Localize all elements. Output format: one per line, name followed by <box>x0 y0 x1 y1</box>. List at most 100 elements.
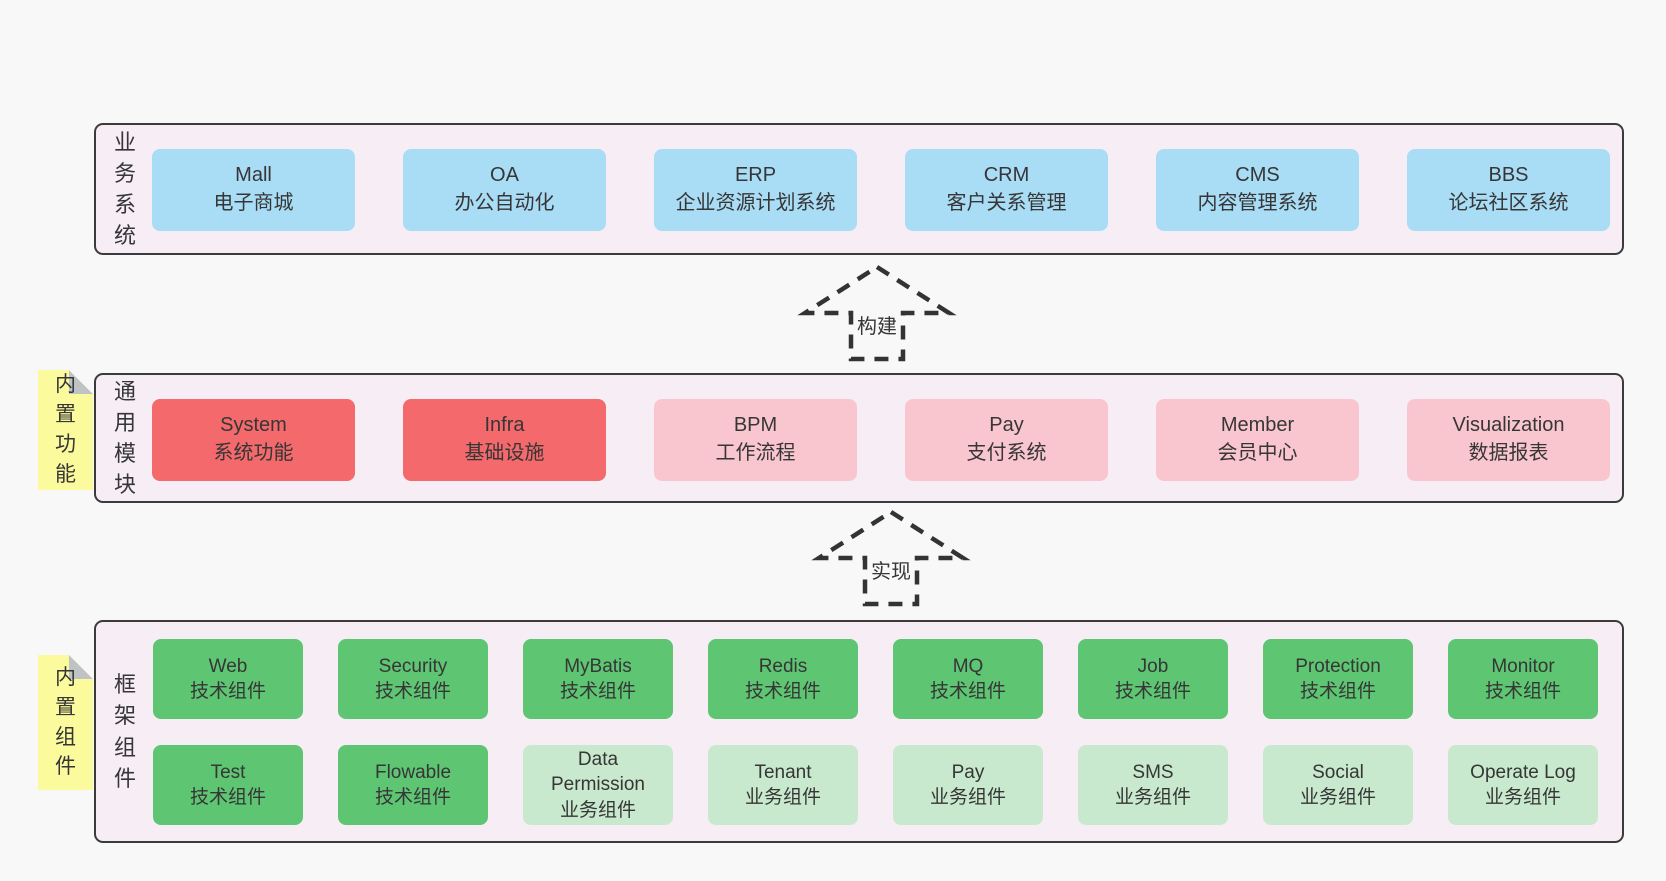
box-title: Web <box>208 655 248 677</box>
box-subtitle: 会员中心 <box>1217 442 1298 464</box>
business-box-row: Mall 电子商城 OA 办公自动化 ERP 企业资源计划系统 CRM 客户关系… <box>152 149 1610 231</box>
common-box-system: System 系统功能 <box>152 399 355 481</box>
box-title: Member <box>1220 414 1295 437</box>
box-subtitle: 技术组件 <box>189 787 266 808</box>
box-subtitle: 业务组件 <box>1114 787 1191 808</box>
band-label-text: 通用模块 <box>113 378 136 498</box>
box-subtitle: 业务组件 <box>744 787 821 808</box>
box-title: CRM <box>983 164 1030 187</box>
box-title: Pay <box>989 414 1024 437</box>
box-subtitle: 技术组件 <box>374 681 451 702</box>
box-subtitle: 系统功能 <box>213 442 294 464</box>
framework-box-mybatis: MyBatis 技术组件 <box>523 639 673 719</box>
box-title: SMS <box>1132 761 1174 783</box>
arrow-implement: 实现 <box>811 508 971 608</box>
box-subtitle: 基础设施 <box>464 442 545 464</box>
box-title: ERP <box>734 164 777 187</box>
box-subtitle: 论坛社区系统 <box>1448 192 1569 214</box>
arrow-implement-label: 实现 <box>868 555 914 584</box>
box-title: Mall <box>235 164 272 187</box>
business-box-erp: ERP 企业资源计划系统 <box>654 149 857 231</box>
box-title: Job <box>1137 655 1169 677</box>
common-box-infra: Infra 基础设施 <box>403 399 606 481</box>
band-common-modules: 通用模块 System 系统功能 Infra 基础设施 BPM 工作流程 Pay… <box>94 373 1624 503</box>
business-box-cms: CMS 内容管理系统 <box>1156 149 1359 231</box>
box-subtitle: 支付系统 <box>966 442 1047 464</box>
framework-box-web: Web 技术组件 <box>153 639 303 719</box>
box-title: Protection <box>1295 655 1381 677</box>
band-framework-label: 框架组件 <box>110 622 140 841</box>
note-text: 内置功能 <box>54 373 76 486</box>
band-label-text: 业务系统 <box>113 129 136 249</box>
framework-box-mq: MQ 技术组件 <box>893 639 1043 719</box>
arrow-build-label: 构建 <box>854 310 900 339</box>
framework-box-row-2: Test 技术组件 Flowable 技术组件 Data Permission … <box>153 745 1598 825</box>
box-title: Pay <box>951 761 985 783</box>
dashed-up-arrow-icon <box>797 264 957 362</box>
box-subtitle: 业务组件 <box>559 799 636 821</box>
box-subtitle: 技术组件 <box>189 681 266 702</box>
sticky-note-builtin-functions: 内置功能 <box>38 370 93 490</box>
common-box-pay: Pay 支付系统 <box>905 399 1108 481</box>
box-subtitle: 办公自动化 <box>454 192 555 214</box>
band-label-text: 框架组件 <box>113 672 136 791</box>
box-subtitle: 工作流程 <box>715 442 796 464</box>
box-title: Tenant <box>754 761 812 783</box>
framework-box-redis: Redis 技术组件 <box>708 639 858 719</box>
framework-box-flowable: Flowable 技术组件 <box>338 745 488 825</box>
framework-box-security: Security 技术组件 <box>338 639 488 719</box>
box-title: Operate Log <box>1470 761 1576 783</box>
box-subtitle: 技术组件 <box>1114 681 1191 702</box>
common-box-member: Member 会员中心 <box>1156 399 1359 481</box>
box-subtitle: 业务组件 <box>1299 787 1376 808</box>
business-box-mall: Mall 电子商城 <box>152 149 355 231</box>
box-title: Test <box>210 761 246 783</box>
framework-box-protection: Protection 技术组件 <box>1263 639 1413 719</box>
framework-box-tenant: Tenant 业务组件 <box>708 745 858 825</box>
framework-box-test: Test 技术组件 <box>153 745 303 825</box>
box-title: Security <box>378 655 448 677</box>
framework-box-monitor: Monitor 技术组件 <box>1448 639 1598 719</box>
box-title: BBS <box>1488 164 1529 187</box>
box-subtitle: 企业资源计划系统 <box>675 192 836 214</box>
business-box-crm: CRM 客户关系管理 <box>905 149 1108 231</box>
note-text: 内置组件 <box>54 665 76 779</box>
framework-box-pay: Pay 业务组件 <box>893 745 1043 825</box>
box-subtitle: 业务组件 <box>929 787 1006 808</box>
box-title: OA <box>490 164 519 187</box>
box-title: Redis <box>758 655 808 677</box>
box-title: BPM <box>733 414 778 437</box>
box-title: Social <box>1312 761 1364 783</box>
box-subtitle: 业务组件 <box>1484 787 1561 808</box>
box-title: System <box>220 414 287 437</box>
business-box-oa: OA 办公自动化 <box>403 149 606 231</box>
box-subtitle: 技术组件 <box>1484 681 1561 702</box>
common-box-bpm: BPM 工作流程 <box>654 399 857 481</box>
box-title: CMS <box>1235 164 1280 187</box>
box-title: Data Permission <box>551 749 645 796</box>
band-common-label: 通用模块 <box>110 375 140 501</box>
box-title: Infra <box>484 414 525 437</box>
box-title: Monitor <box>1491 655 1555 677</box>
box-subtitle: 技术组件 <box>929 681 1006 702</box>
arrow-build: 构建 <box>797 263 957 363</box>
box-subtitle: 客户关系管理 <box>946 192 1067 214</box>
framework-box-job: Job 技术组件 <box>1078 639 1228 719</box>
box-title: Flowable <box>374 761 452 783</box>
framework-box-social: Social 业务组件 <box>1263 745 1413 825</box>
framework-box-sms: SMS 业务组件 <box>1078 745 1228 825</box>
dashed-up-arrow-icon <box>811 509 971 607</box>
box-subtitle: 数据报表 <box>1468 442 1549 464</box>
band-business-label: 业务系统 <box>110 125 140 253</box>
framework-box-data-permission: Data Permission 业务组件 <box>523 745 673 825</box>
sticky-note-builtin-components: 内置组件 <box>38 655 93 790</box>
box-subtitle: 技术组件 <box>744 681 821 702</box>
framework-box-operate-log: Operate Log 业务组件 <box>1448 745 1598 825</box>
business-box-bbs: BBS 论坛社区系统 <box>1407 149 1610 231</box>
framework-box-row-1: Web 技术组件 Security 技术组件 MyBatis 技术组件 Redi… <box>153 639 1598 719</box>
box-subtitle: 技术组件 <box>374 787 451 808</box>
band-framework-components: 框架组件 Web 技术组件 Security 技术组件 MyBatis 技术组件… <box>94 620 1624 843</box>
box-title: Visualization <box>1452 414 1565 437</box>
band-business-systems: 业务系统 Mall 电子商城 OA 办公自动化 ERP 企业资源计划系统 CRM… <box>94 123 1624 255</box>
